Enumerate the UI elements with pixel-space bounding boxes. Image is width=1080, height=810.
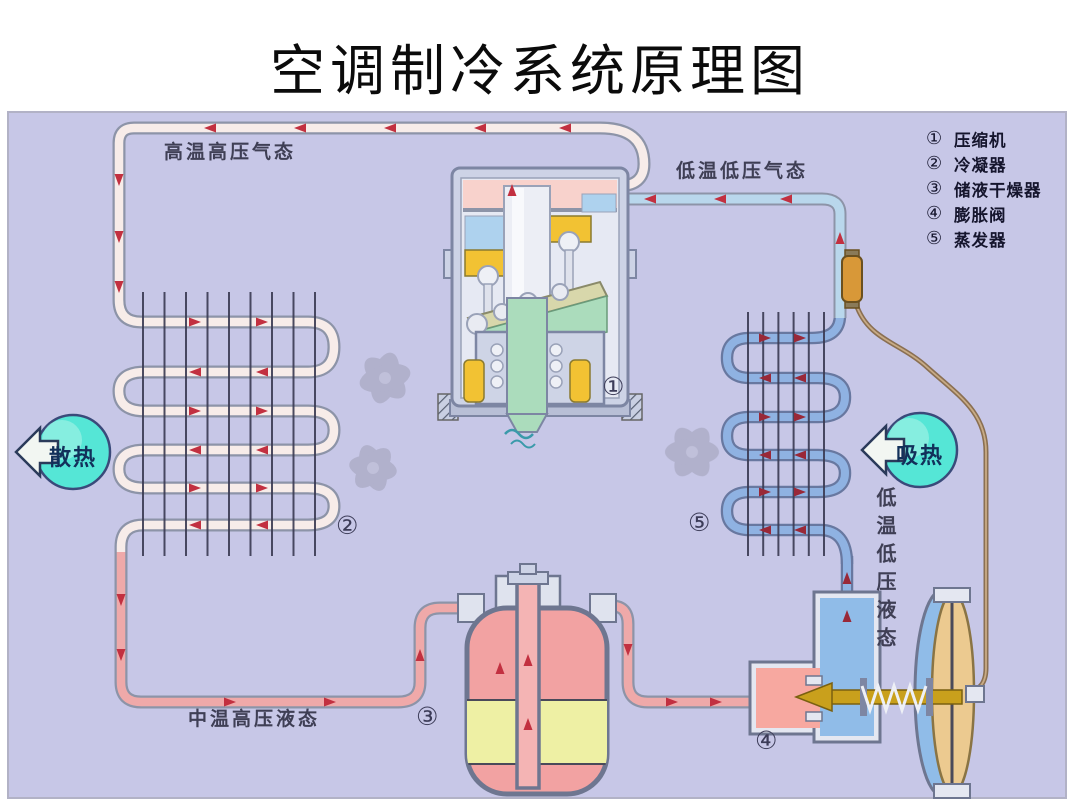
flow-arrows (114, 123, 852, 730)
high-pressure-pipe (112, 121, 651, 560)
label-high-pressure-gas: 高温高压气态 (164, 142, 297, 163)
heat-release-badge (14, 413, 112, 491)
label-mid-pressure-liquid: 中温高压液态 (188, 709, 321, 730)
legend-label: 膨胀阀 (954, 206, 1007, 225)
marker-evaporator: ⑤ (688, 509, 711, 537)
marker-expansion-valve: ④ (755, 727, 778, 755)
heat-release-label: 散热 (49, 445, 98, 470)
receiver-drier (457, 563, 617, 797)
suction-pipe (604, 192, 847, 318)
legend-label: 压缩机 (954, 131, 1007, 150)
condenser-fins (142, 292, 316, 556)
legend-item: ③ 储液干燥器 (926, 176, 1042, 201)
fan-icon (349, 352, 719, 491)
heat-absorb-badge (860, 411, 959, 489)
legend-label: 蒸发器 (954, 231, 1007, 250)
evaporator-fins (747, 312, 825, 556)
heat-absorb-label: 吸热 (896, 443, 945, 468)
compressor (437, 166, 643, 449)
marker-condenser: ② (336, 512, 359, 540)
legend-item: ④ 膨胀阀 (926, 201, 1042, 226)
legend-item: ⑤ 蒸发器 (926, 226, 1042, 251)
expansion-valve (748, 587, 985, 799)
heat-absorb-arrow-icon (860, 422, 906, 478)
sensor-bulb (841, 249, 863, 309)
legend-num: ② (926, 153, 943, 173)
marker-receiver-drier: ③ (416, 703, 439, 731)
legend-num: ① (926, 128, 943, 148)
label-low-pressure-gas: 低温低压气态 (676, 161, 809, 182)
legend-num: ⑤ (926, 228, 943, 248)
legend-num: ③ (926, 178, 943, 198)
legend-label: 冷凝器 (954, 156, 1007, 175)
legend: ① 压缩机 ② 冷凝器 ③ 储液干燥器 ④ 膨胀阀 ⑤ 蒸发器 (926, 126, 1042, 251)
legend-item: ① 压缩机 (926, 126, 1042, 151)
legend-item: ② 冷凝器 (926, 151, 1042, 176)
legend-num: ④ (926, 203, 943, 223)
marker-compressor: ① (602, 373, 625, 401)
page-title: 空调制冷系统原理图 (269, 41, 810, 102)
label-low-pressure-liquid: 低温低压液态 (873, 487, 895, 655)
legend-label: 储液干燥器 (954, 181, 1042, 200)
heat-release-arrow-icon (14, 424, 60, 480)
capillary-tube (853, 303, 989, 695)
